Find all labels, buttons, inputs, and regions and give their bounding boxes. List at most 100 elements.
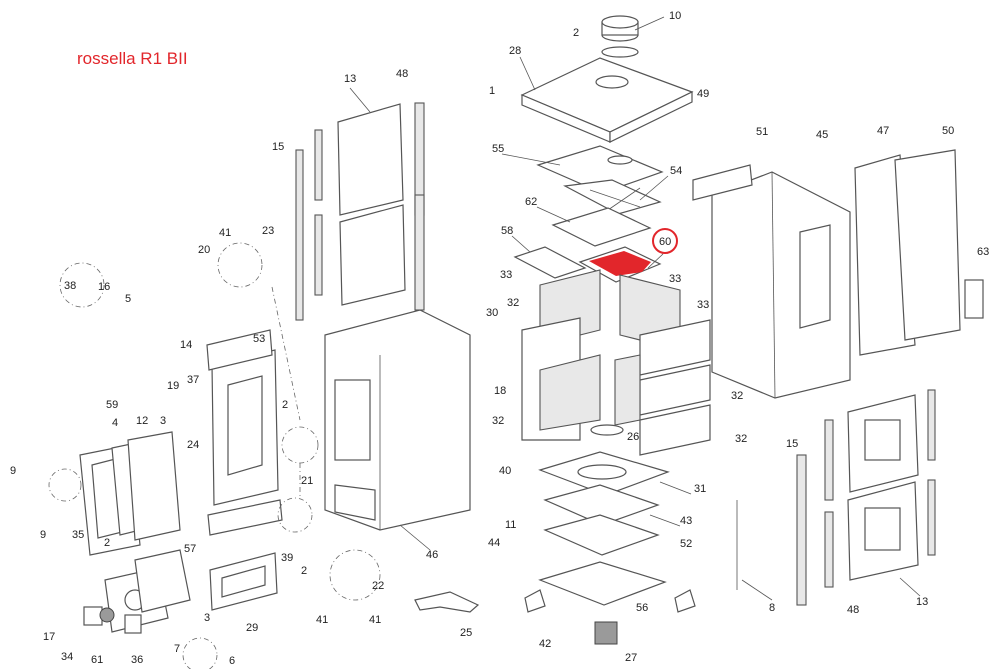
part-label: 43 — [680, 515, 692, 527]
part-label: 34 — [61, 651, 73, 663]
part-label: 2 — [282, 399, 288, 411]
part-label: 32 — [492, 415, 504, 427]
part-label: 61 — [91, 654, 103, 666]
part-label: 30 — [486, 307, 498, 319]
part-label: 3 — [204, 612, 210, 624]
part-label: 15 — [786, 438, 798, 450]
part-label: 7 — [174, 643, 180, 655]
part-label: 2 — [573, 27, 579, 39]
part-label: 33 — [500, 269, 512, 281]
stove-body-46 — [324, 309, 471, 531]
part-label: 6 — [229, 655, 235, 667]
part-label: 31 — [694, 483, 706, 495]
part-label: 36 — [131, 654, 143, 666]
part-label: 55 — [492, 143, 504, 155]
part-label: 49 — [697, 88, 709, 100]
part-label: 16 — [98, 281, 110, 293]
handle-25 — [414, 591, 480, 613]
part-label: 20 — [198, 244, 210, 256]
highlight-circle — [652, 228, 678, 254]
part-label: 22 — [372, 580, 384, 592]
part-label: 1 — [489, 85, 495, 97]
part-label: 47 — [877, 125, 889, 137]
part-label: 26 — [627, 431, 639, 443]
part-label: 51 — [756, 126, 768, 138]
part-label: 10 — [669, 10, 681, 22]
part-label: 8 — [769, 602, 775, 614]
part-label: 46 — [426, 549, 438, 561]
part-label: 42 — [539, 638, 551, 650]
part-label: 58 — [501, 225, 513, 237]
firebox-30 — [521, 269, 711, 456]
part-label: 48 — [847, 604, 859, 616]
part-label: 35 — [72, 529, 84, 541]
highlighted-part-60 — [589, 251, 651, 276]
part-label: 44 — [488, 537, 500, 549]
part-label: 59 — [106, 399, 118, 411]
window-14 — [206, 329, 273, 371]
part-label: 21 — [301, 475, 313, 487]
part-label: 4 — [112, 417, 118, 429]
baffle-54 — [563, 179, 662, 215]
lower-door-36 — [83, 549, 191, 634]
top-plate-28 — [520, 57, 694, 143]
part-label: 19 — [167, 380, 179, 392]
part-label: 5 — [125, 293, 131, 305]
part-label: 38 — [64, 280, 76, 292]
part-label: 18 — [494, 385, 506, 397]
part-label: 41 — [219, 227, 231, 239]
part-label: 2 — [301, 565, 307, 577]
part-label: 28 — [509, 45, 521, 57]
part-label: 9 — [10, 465, 16, 477]
part-label: 52 — [680, 538, 692, 550]
part-label: 57 — [184, 543, 196, 555]
part-label: 40 — [499, 465, 511, 477]
part-label: 39 — [281, 552, 293, 564]
part-label: 14 — [180, 339, 192, 351]
rail-15b — [796, 454, 807, 606]
foot-42 — [524, 589, 546, 613]
part-label: 33 — [669, 273, 681, 285]
door-35 — [79, 431, 181, 556]
panel-51 — [692, 164, 753, 201]
leader-lines — [349, 16, 921, 601]
ash-pan-assembly — [538, 451, 670, 645]
part-label: 45 — [816, 129, 828, 141]
part-label: 15 — [272, 141, 284, 153]
part-label: 23 — [262, 225, 274, 237]
panel-50 — [894, 149, 961, 341]
part-label: 11 — [505, 519, 516, 531]
part-label: 32 — [731, 390, 743, 402]
part-label: 63 — [977, 246, 989, 258]
part-label: 9 — [40, 529, 46, 541]
side-panel-13-upper — [337, 103, 404, 216]
part-label: 56 — [636, 602, 648, 614]
part-label: 29 — [246, 622, 258, 634]
part-label: 3 — [160, 415, 166, 427]
part-label: 54 — [670, 165, 682, 177]
part-label: 62 — [525, 196, 537, 208]
plate-63 — [964, 279, 984, 319]
flue-collar-10 — [601, 15, 639, 58]
plate-62 — [551, 207, 652, 247]
part-number-labels: 10 2 28 1 49 13 48 15 55 54 51 45 47 50 … — [10, 10, 989, 667]
part-label: 32 — [735, 433, 747, 445]
rail-15 — [295, 149, 304, 321]
part-label: 53 — [253, 333, 265, 345]
door-frame-37 — [206, 329, 283, 611]
bracket-58 — [513, 246, 587, 279]
part-label: 13 — [344, 73, 356, 85]
part-label: 48 — [396, 68, 408, 80]
diagram-title: rossella R1 BII — [77, 49, 188, 68]
part-label: 27 — [625, 652, 637, 664]
part-label: 24 — [187, 439, 199, 451]
part-label: 25 — [460, 627, 472, 639]
part-label: 60 — [659, 236, 671, 248]
part-label: 41 — [369, 614, 381, 626]
part-label: 32 — [507, 297, 519, 309]
part-label: 12 — [136, 415, 148, 427]
part-label: 37 — [187, 374, 199, 386]
side-panel-13-lower — [339, 204, 406, 306]
